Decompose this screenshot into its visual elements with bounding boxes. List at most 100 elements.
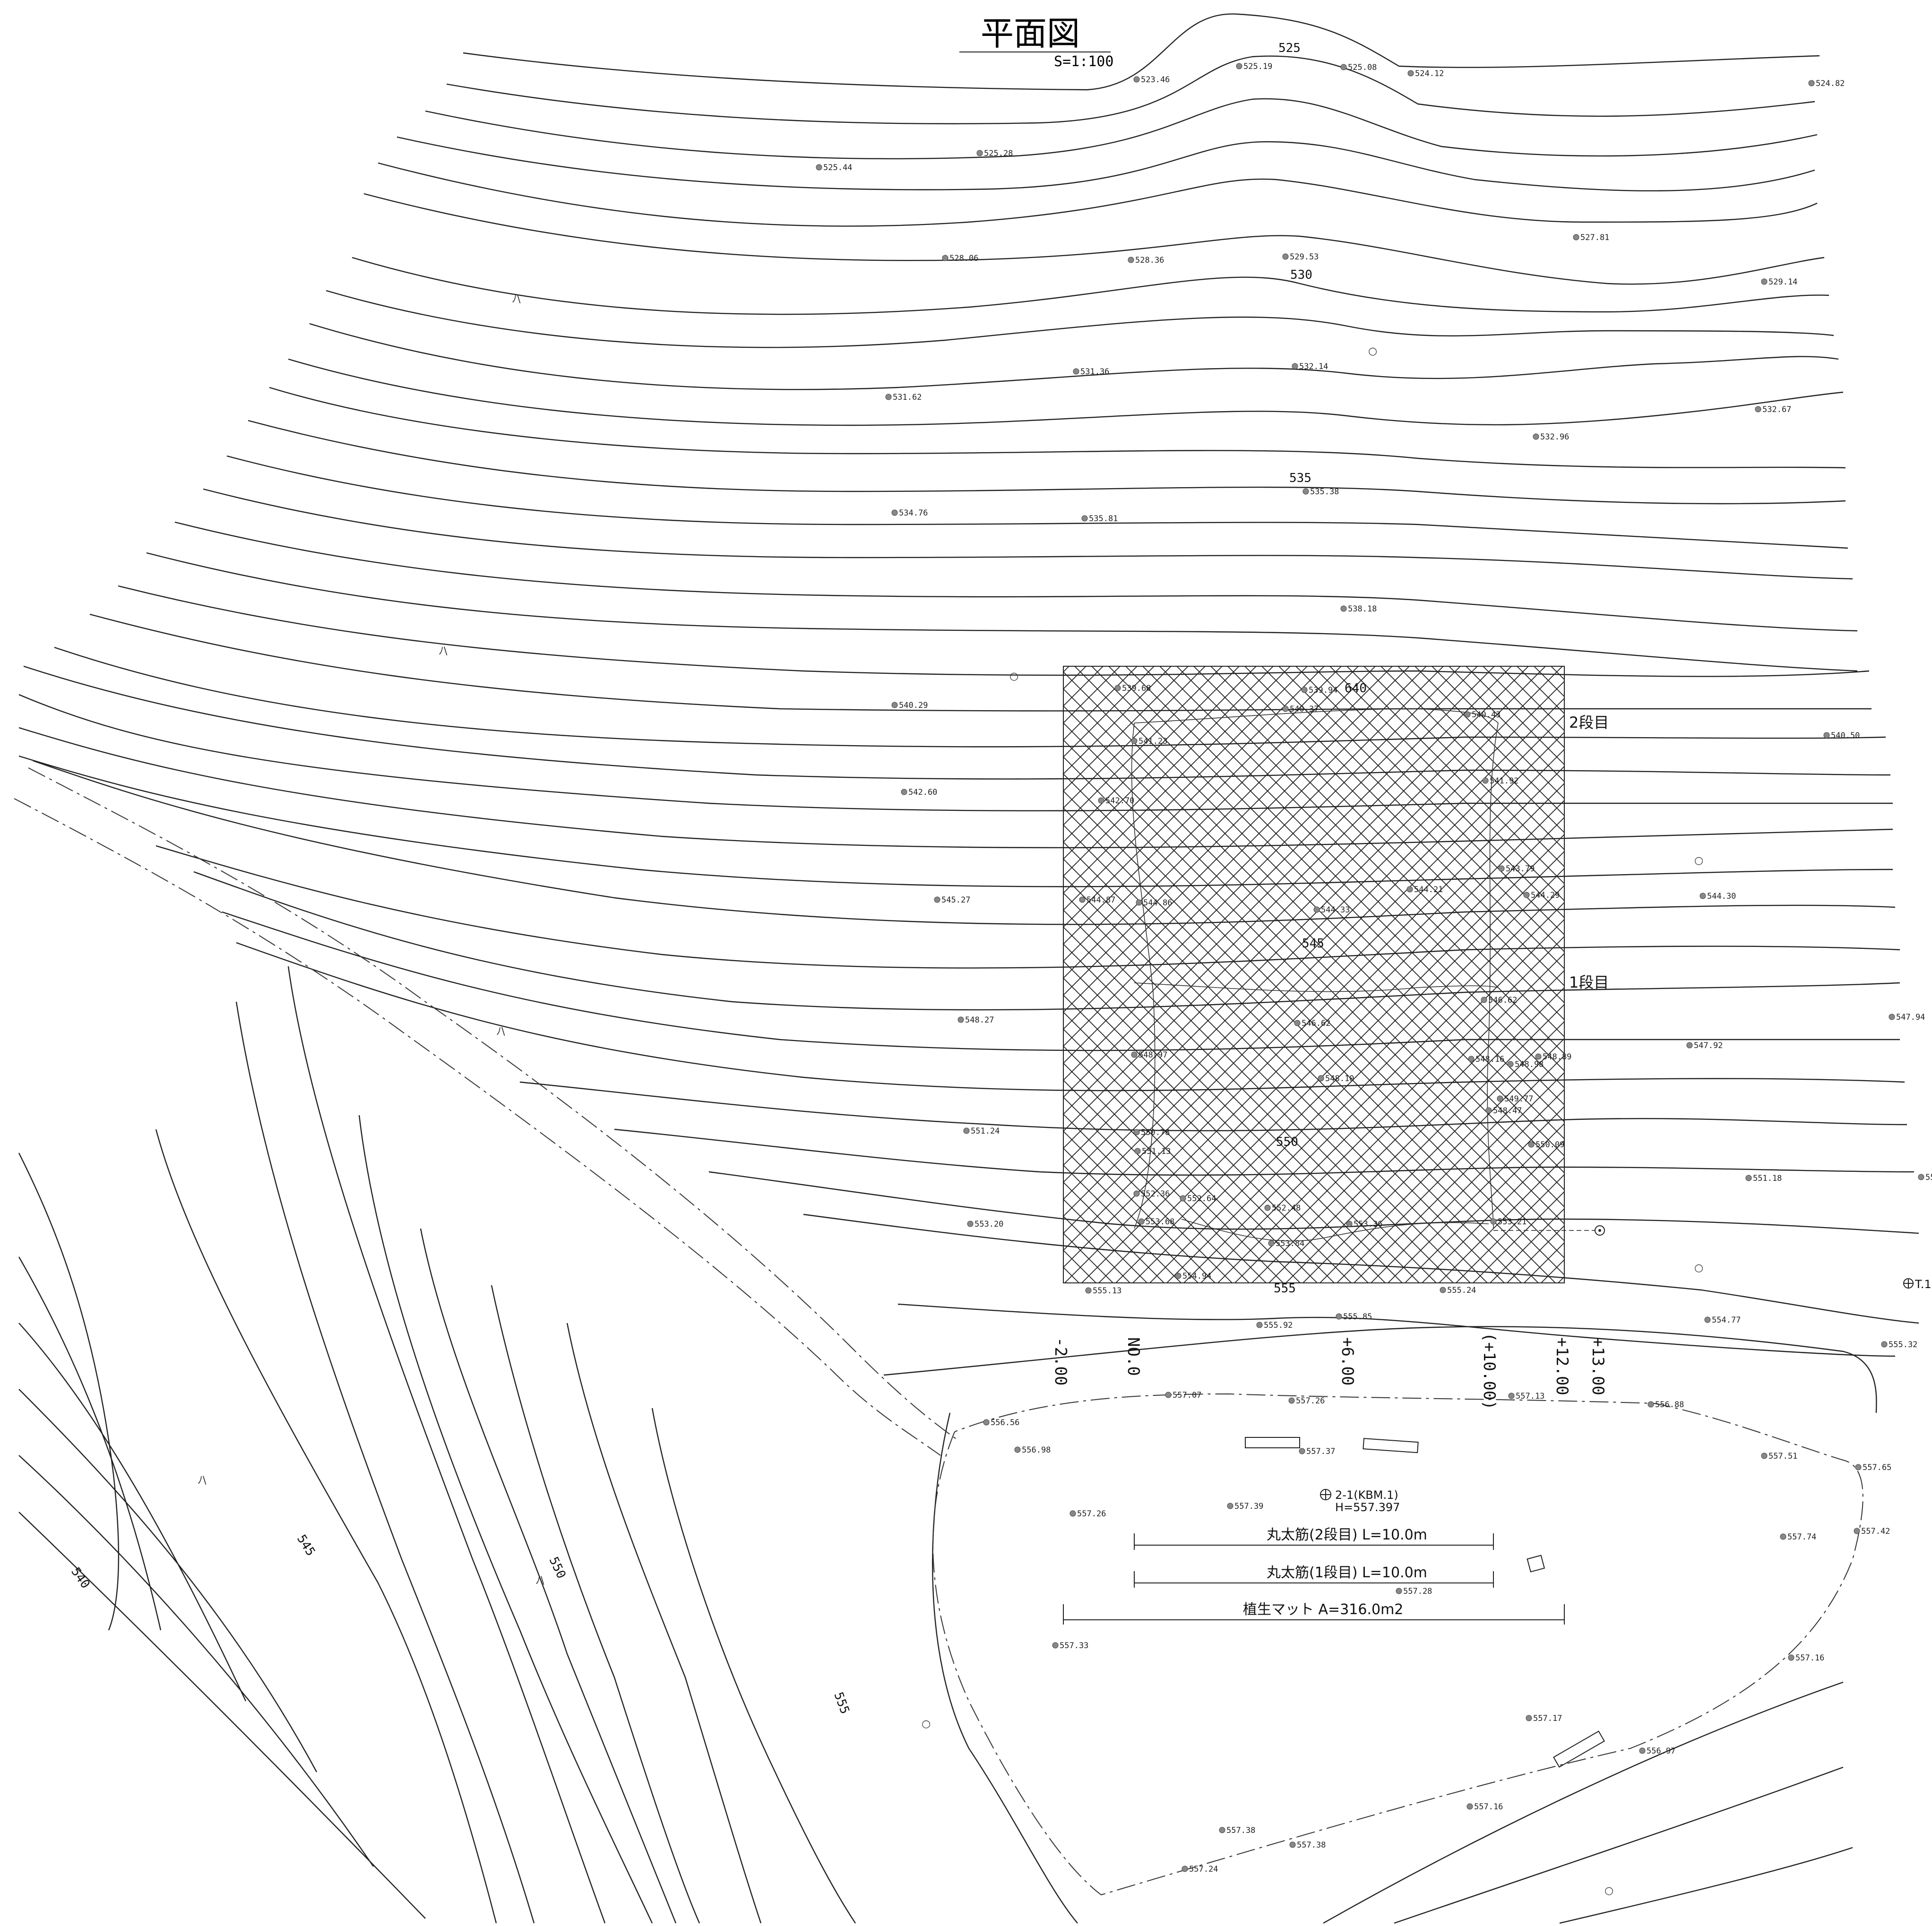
stations: -2.00 NO.0 +6.00 (+10.00) +12.00 +13.00 xyxy=(1051,1333,1607,1410)
spot-elevation-label: 523.46 xyxy=(1141,75,1170,85)
spot-point xyxy=(1918,1174,1924,1180)
spot-elevation-label: 544.33 xyxy=(1321,905,1350,915)
spot-point xyxy=(1268,1240,1275,1247)
spot-point xyxy=(976,150,983,156)
spot-elevation-label: 541.92 xyxy=(1490,776,1518,786)
spot-elevation-label: 544.21 xyxy=(1414,885,1443,894)
log-fences xyxy=(1131,708,1499,1242)
spot-elevation-label: 557.16 xyxy=(1474,1802,1503,1812)
spot-elevation-label: 548.47 xyxy=(1493,1106,1522,1116)
tier-label-2: 2段目 xyxy=(1569,714,1609,731)
spot-point xyxy=(1175,1273,1182,1279)
spot-point xyxy=(1406,886,1413,893)
spot-point xyxy=(1301,687,1308,693)
spot-elevation-label: 531.36 xyxy=(1080,367,1109,377)
spot-elevation-label: 548.97 xyxy=(1138,1050,1167,1060)
spot-elevation-label: 548.27 xyxy=(965,1015,994,1025)
contour-label: 545 xyxy=(1302,937,1324,951)
spot-point xyxy=(1468,1056,1475,1062)
spot-elevation-label: 538.18 xyxy=(1348,604,1377,614)
spot-point xyxy=(1508,1393,1515,1399)
spot-elevation-label: 542.70 xyxy=(1105,796,1134,806)
spot-point xyxy=(1407,70,1414,77)
dimension-label: 丸太筋(1段目) L=10.0m xyxy=(1267,1565,1427,1581)
spot-point xyxy=(885,394,892,400)
station-label: (+10.00) xyxy=(1480,1333,1499,1410)
lower-contours xyxy=(18,966,1853,1924)
spot-elevation-label: 553.84 xyxy=(1276,1239,1304,1248)
spot-point xyxy=(1081,515,1088,522)
spot-point xyxy=(1704,1316,1711,1323)
spot-elevation-label: 529.53 xyxy=(1290,252,1319,262)
target-label: T.1 xyxy=(1915,1278,1932,1291)
spot-point xyxy=(1855,1464,1862,1470)
spot-point xyxy=(1528,1141,1535,1148)
spot-elevation-label: 524.82 xyxy=(1816,79,1845,88)
spot-point xyxy=(1133,1129,1140,1135)
spot-point xyxy=(1264,1204,1271,1211)
spot-elevation-label: 543.79 xyxy=(1506,864,1535,874)
spot-elevation-label: 524.12 xyxy=(1415,69,1444,78)
spot-point xyxy=(816,164,822,171)
spot-point xyxy=(1482,777,1489,784)
grass-icon: ﾉ\ xyxy=(496,1026,505,1038)
spot-point xyxy=(1535,1053,1542,1060)
spot-elevation-label: 532.14 xyxy=(1299,362,1328,371)
spot-point xyxy=(1686,1042,1693,1049)
spot-point xyxy=(1466,1803,1473,1810)
spot-point xyxy=(1134,1148,1141,1154)
spot-point xyxy=(1745,1175,1752,1181)
spot-elevation-label: 557.13 xyxy=(1516,1392,1544,1401)
spot-point xyxy=(1761,1453,1768,1459)
spot-point xyxy=(1647,1401,1654,1408)
spot-point xyxy=(1131,738,1138,744)
spot-point xyxy=(1180,1195,1186,1202)
spot-point xyxy=(1227,1503,1233,1509)
spot-point xyxy=(1881,1341,1888,1348)
spot-point xyxy=(1182,1866,1188,1872)
tree-icon: ○ xyxy=(1694,1262,1703,1274)
spot-elevation-label: 532.96 xyxy=(1540,432,1569,442)
spot-point xyxy=(1639,1747,1646,1754)
spot-point xyxy=(1523,892,1530,898)
spot-point xyxy=(1318,1075,1324,1082)
spot-elevation-label: 548.98 xyxy=(1515,1060,1544,1069)
spot-elevation-label: 545.27 xyxy=(941,895,970,905)
spot-point xyxy=(1699,893,1706,899)
spot-point xyxy=(983,1419,990,1426)
spot-elevation-label: 544.87 xyxy=(1087,895,1115,905)
spot-elevation-label: 525.44 xyxy=(823,163,852,172)
spot-elevation-label: 555.32 xyxy=(1889,1340,1917,1350)
spot-elevation-label: 550.09 xyxy=(1535,1140,1564,1150)
spot-elevation-label: 546.62 xyxy=(1488,996,1517,1005)
spot-elevation-label: 556.98 xyxy=(1022,1445,1051,1455)
spot-elevation-label: 534.76 xyxy=(899,508,928,518)
spot-point xyxy=(1808,80,1815,86)
spot-point xyxy=(1780,1533,1786,1540)
spot-elevation-label: 539.94 xyxy=(1309,686,1337,695)
site-boundary xyxy=(932,1393,1863,1896)
spot-point xyxy=(1490,1218,1497,1225)
spot-elevation-label: 525.19 xyxy=(1243,62,1272,71)
spot-elevation-label: 540.37 xyxy=(1290,705,1319,714)
grass-icon: ﾉ\ xyxy=(198,1475,207,1487)
spot-elevation-label: 550.78 xyxy=(1141,1128,1170,1137)
spot-point xyxy=(1889,1014,1895,1020)
spot-elevation-label: 552.36 xyxy=(1141,1189,1170,1199)
spot-elevation-label: 557.37 xyxy=(1306,1447,1335,1456)
spot-point xyxy=(1098,797,1104,804)
spot-point xyxy=(1070,1510,1076,1517)
benchmark-elevation: H=557.397 xyxy=(1335,1501,1400,1514)
drawing-title: 平面図 xyxy=(981,14,1080,53)
contour-label: 555 xyxy=(831,1690,852,1716)
dimension-label: 丸太筋(2段目) L=10.0m xyxy=(1267,1527,1427,1543)
spot-point xyxy=(1128,257,1134,263)
grass-icon: ﾉ\ xyxy=(535,1575,544,1587)
spot-point xyxy=(934,896,940,903)
spot-point xyxy=(1165,1392,1172,1398)
spot-point xyxy=(1302,488,1309,495)
spot-elevation-label: 528.06 xyxy=(949,254,978,263)
spot-point xyxy=(957,1016,964,1023)
spot-elevation-label: 542.60 xyxy=(908,788,937,797)
